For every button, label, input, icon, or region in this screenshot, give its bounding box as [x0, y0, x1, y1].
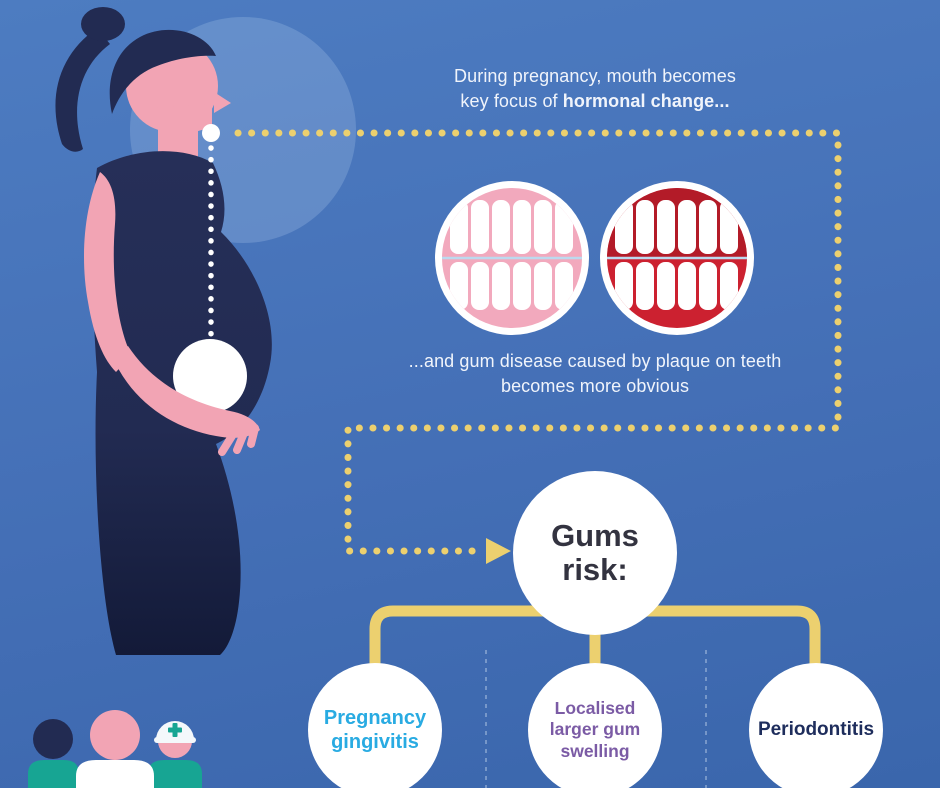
person-white-coat — [76, 710, 154, 788]
gums-risk-node: Gums risk: — [513, 471, 677, 635]
risk-label: Localised larger gum swelling — [549, 697, 641, 761]
mid-caption: ...and gum disease caused by plaque on t… — [330, 349, 860, 399]
inflamed-gums-icon — [599, 180, 755, 336]
arrow-right-icon — [486, 538, 511, 564]
person-surgeon-cap — [148, 721, 202, 788]
caption-bold: hormonal change... — [562, 90, 730, 111]
risk-label: Periodontitis — [757, 719, 875, 741]
pregnant-woman-illustration — [55, 7, 272, 655]
gums-risk-label: Gums risk: — [551, 517, 639, 587]
hand-under-belly — [112, 346, 260, 456]
yellow-dotted-path — [234, 129, 842, 555]
risk-localised-gum-swelling: Localised larger gum swelling — [528, 663, 662, 788]
head-profile — [109, 29, 231, 133]
caption-line: becomes more obvious — [500, 375, 690, 396]
caption-line: During pregnancy, mouth becomes — [454, 66, 736, 86]
arm — [84, 172, 129, 372]
risk-label: Pregnancy gingivitis — [323, 706, 427, 753]
mouth-dot — [202, 124, 220, 142]
risk-pregnancy-gingivitis: Pregnancy gingivitis — [308, 663, 442, 788]
risk-periodontitis: Periodontitis — [749, 663, 883, 788]
medical-cross-icon — [168, 723, 182, 737]
family-and-dentist-icons — [28, 710, 202, 788]
ponytail-hair — [55, 7, 125, 152]
caption-line: key focus of — [460, 90, 563, 111]
person-dark-hair — [28, 719, 79, 788]
caption-line: ...and gum disease caused by plaque on t… — [408, 351, 782, 371]
top-caption: During pregnancy, mouth becomes key focu… — [380, 64, 810, 114]
healthy-gums-icon — [434, 180, 590, 336]
belly-highlight-circle — [173, 339, 247, 413]
